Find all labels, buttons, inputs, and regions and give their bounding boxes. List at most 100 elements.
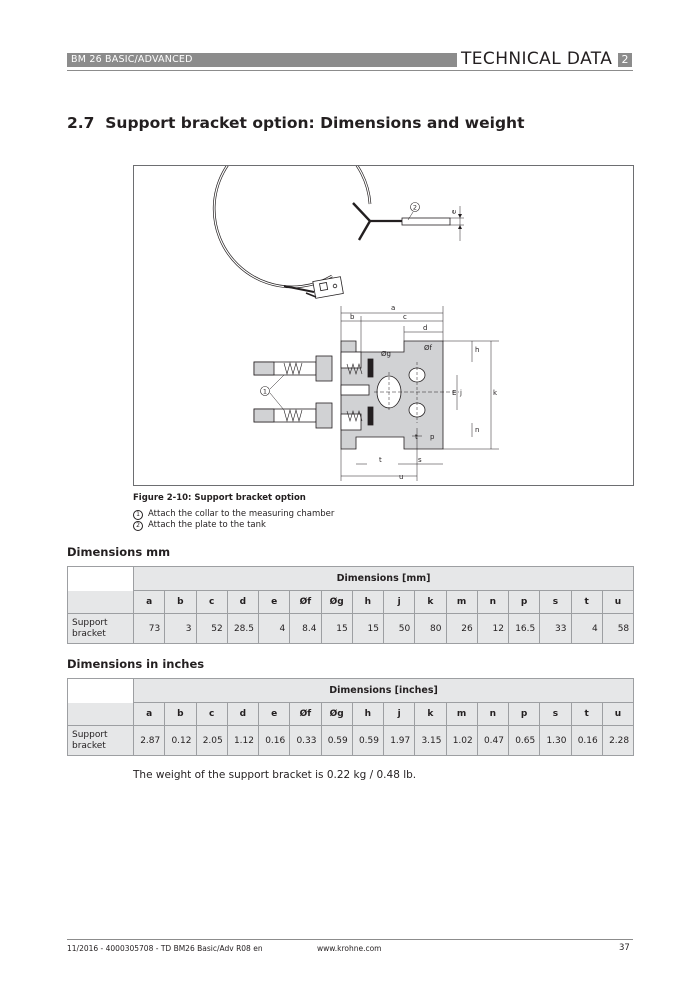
table-header-row: a b c d e Øf Øg h j k m n p s t u xyxy=(67,590,635,614)
col-header: p xyxy=(507,590,541,614)
table-corner xyxy=(67,678,134,703)
legend-item: 1 Attach the collar to the measuring cha… xyxy=(133,509,334,520)
col-header: Øf xyxy=(289,590,322,614)
table-mm-heading: Dimensions mm xyxy=(67,545,171,559)
table-cell: 1.97 xyxy=(382,725,416,756)
col-header: h xyxy=(351,590,385,614)
dimension-labels: a b c d Øf Øg h j k E n p t t s u xyxy=(350,304,498,481)
table-cell: 26 xyxy=(445,613,478,644)
col-header: c xyxy=(195,702,228,726)
table-cell: 0.12 xyxy=(164,725,197,756)
table-group-header: Dimensions [inches] xyxy=(132,678,635,703)
table-dimensions-inches: Dimensions [inches] a b c d e Øf Øg h j … xyxy=(67,678,635,756)
dim-label-c: c xyxy=(403,313,407,321)
table-cell: 0.47 xyxy=(476,725,510,756)
col-header: t xyxy=(570,702,603,726)
dimension-lines xyxy=(340,306,499,481)
col-header: m xyxy=(445,702,478,726)
col-header: b xyxy=(164,590,197,614)
dim-label-t-inner: t xyxy=(415,433,418,441)
table-cell: 4 xyxy=(257,613,291,644)
table-cell: 3.15 xyxy=(414,725,447,756)
table-cell: 1.30 xyxy=(539,725,572,756)
dim-label-b: b xyxy=(350,313,355,321)
table-row: Support bracket 73 3 52 28.5 4 8.4 15 15… xyxy=(67,613,635,644)
table-cell: 0.59 xyxy=(351,725,385,756)
dim-label-p: p xyxy=(430,433,435,441)
table-cell: 0.65 xyxy=(507,725,541,756)
table-cell: 1.02 xyxy=(445,725,478,756)
dim-label-s: s xyxy=(418,456,422,464)
support-bracket-drawing: 2 e xyxy=(212,166,499,481)
col-header: s xyxy=(539,590,572,614)
col-header: k xyxy=(414,590,447,614)
col-header: Øf xyxy=(289,702,322,726)
col-header: h xyxy=(351,702,385,726)
row-label: Support bracket xyxy=(67,725,134,756)
dim-label-e-front: E xyxy=(452,389,456,397)
dim-label-n: n xyxy=(475,426,479,434)
table-cell: 2.28 xyxy=(601,725,635,756)
callout-1-front: 1 xyxy=(260,374,285,411)
table-dimensions-mm: Dimensions [mm] a b c d e Øf Øg h j k m … xyxy=(67,566,635,644)
table-corner xyxy=(67,590,134,614)
table-cell: 0.33 xyxy=(289,725,322,756)
table-cell: 33 xyxy=(539,613,572,644)
table-cell: 50 xyxy=(382,613,416,644)
table-cell: 12 xyxy=(476,613,510,644)
figure-caption: Figure 2-10: Support bracket option xyxy=(133,493,306,503)
col-header: d xyxy=(226,590,260,614)
col-header: p xyxy=(507,702,541,726)
col-header: k xyxy=(414,702,447,726)
table-cell: 15 xyxy=(320,613,353,644)
table-cell: 4 xyxy=(570,613,603,644)
col-header: t xyxy=(570,590,603,614)
legend-marker: 2 xyxy=(133,520,143,531)
col-header: d xyxy=(226,702,260,726)
table-inches-heading: Dimensions in inches xyxy=(67,657,205,671)
table-cell: 80 xyxy=(414,613,447,644)
dim-label-k: k xyxy=(493,389,498,397)
col-header: c xyxy=(195,590,228,614)
row-label-line: bracket xyxy=(72,740,106,751)
col-header: j xyxy=(382,702,416,726)
col-header: e xyxy=(257,590,291,614)
col-header: Øg xyxy=(320,702,353,726)
dim-label-of: Øf xyxy=(424,344,433,352)
table-cell: 0.59 xyxy=(320,725,353,756)
col-header: n xyxy=(476,590,510,614)
table-cell: 2.87 xyxy=(132,725,166,756)
table-cell: 0.16 xyxy=(570,725,603,756)
table-cell: 15 xyxy=(351,613,385,644)
table-cell: 1.12 xyxy=(226,725,260,756)
footer-website[interactable]: www.krohne.com xyxy=(317,944,382,953)
callout-2-top-label: 2 xyxy=(413,204,417,212)
col-header: j xyxy=(382,590,416,614)
header-chapter-title: TECHNICAL DATA xyxy=(461,49,613,69)
row-label-line: Support xyxy=(72,729,108,740)
legend-item: 2 Attach the plate to the tank xyxy=(133,520,334,531)
row-label: Support bracket xyxy=(67,613,134,644)
table-cell: 0.16 xyxy=(257,725,291,756)
table-group-header: Dimensions [mm] xyxy=(132,566,635,591)
table-cell: 16.5 xyxy=(507,613,541,644)
legend-text: Attach the plate to the tank xyxy=(148,520,266,530)
callout-2-top: 2 xyxy=(407,202,420,221)
header-chapter-number: 2 xyxy=(618,53,632,67)
dim-label-og: Øg xyxy=(381,350,391,358)
row-label-line: bracket xyxy=(72,628,106,639)
dim-label-e: e xyxy=(450,210,458,214)
table-cell: 3 xyxy=(164,613,197,644)
footer-page-number: 37 xyxy=(619,943,630,953)
table-cell: 58 xyxy=(601,613,635,644)
col-header: Øg xyxy=(320,590,353,614)
col-header: a xyxy=(132,590,166,614)
dim-label-u: u xyxy=(399,473,403,481)
section-number: 2.7 xyxy=(67,114,95,132)
table-cell: 28.5 xyxy=(226,613,260,644)
table-cell: 52 xyxy=(195,613,228,644)
collar-top-view xyxy=(212,166,464,299)
col-header: u xyxy=(601,590,635,614)
weight-note: The weight of the support bracket is 0.2… xyxy=(133,769,417,781)
table-cell: 2.05 xyxy=(195,725,228,756)
